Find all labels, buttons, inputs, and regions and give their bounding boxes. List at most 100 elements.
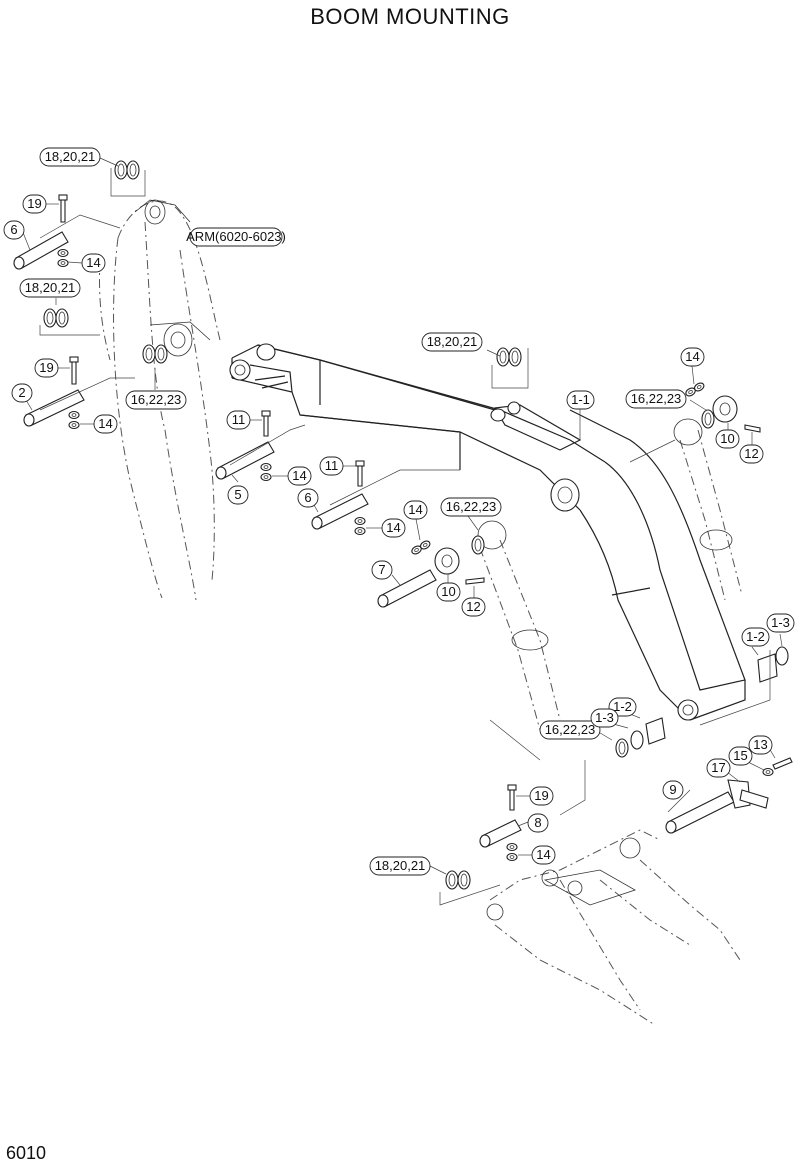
callout: 5 [227,485,249,505]
callout: 18,20,21 [19,278,81,298]
callout: 19 [529,786,554,806]
svg-text:14: 14 [536,847,550,862]
svg-text:14: 14 [408,502,422,517]
arm-note: ARM(6020-6023) [186,229,286,244]
callout: 13 [748,735,773,755]
callout: 11 [319,456,344,476]
callout: 1-1 [566,390,595,410]
callout: 1-3 [766,613,795,633]
callout: 14 [287,466,312,486]
pin-7 [377,569,437,608]
svg-text:18,20,21: 18,20,21 [375,858,426,873]
callout: 19 [22,194,47,214]
svg-text:1-2: 1-2 [746,629,765,644]
svg-text:14: 14 [86,255,100,270]
callout: 12 [739,444,764,464]
svg-text:5: 5 [234,487,241,502]
callout: 16,22,23 [125,390,187,410]
svg-text:10: 10 [720,431,734,446]
callout: 16,22,23 [625,389,687,409]
svg-text:1-3: 1-3 [595,710,614,725]
callout: 17 [706,758,731,778]
svg-text:12: 12 [744,446,758,461]
pin-6-upper [13,231,69,270]
callout: 1-3 [590,708,619,728]
callout: 10 [715,429,740,449]
svg-text:19: 19 [39,360,53,375]
callout: 6 [3,220,25,240]
svg-text:15: 15 [733,748,747,763]
callout: 14 [531,845,556,865]
upper-frame [486,829,741,1026]
callout: 18,20,21 [39,147,101,167]
callout: 14 [81,253,106,273]
callout: 6 [297,488,319,508]
svg-text:16,22,23: 16,22,23 [631,391,682,406]
svg-text:11: 11 [232,412,246,427]
svg-text:14: 14 [386,520,400,535]
svg-text:1-1: 1-1 [571,392,590,407]
callout: 15 [728,746,753,766]
callout: 9 [662,780,684,800]
svg-text:6: 6 [10,222,17,237]
bolts [58,194,793,811]
boom-cylinders [477,418,743,731]
svg-text:14: 14 [98,416,112,431]
pin-2 [23,389,85,427]
boom-body [229,343,746,721]
leader-lines [21,157,783,906]
svg-text:11: 11 [325,458,339,473]
callout: 14 [403,500,428,520]
svg-text:1-2: 1-2 [613,699,632,714]
callout: 16,22,23 [440,497,502,517]
callout: 18,20,21 [369,856,431,876]
svg-text:6: 6 [304,490,311,505]
bushings-10 [434,395,738,575]
svg-text:18,20,21: 18,20,21 [427,334,478,349]
page-number: 6010 [6,1143,47,1163]
callout: 16,22,23 [539,720,601,740]
callout: 1-2 [741,627,770,647]
pin-6-mid [311,493,369,530]
callout: 11 [226,410,251,430]
pin-5 [215,441,275,480]
bushings-1-2-1-3 [630,646,789,750]
svg-text:19: 19 [27,196,41,211]
svg-text:16,22,23: 16,22,23 [131,392,182,407]
o-rings [44,161,715,889]
svg-text:17: 17 [711,760,725,775]
callout: 12 [461,597,486,617]
callouts: 18,20,21 19 6 14 18,20,21 19 2 14 16,22,… [3,147,795,876]
svg-text:10: 10 [441,584,455,599]
svg-text:13: 13 [753,737,767,752]
svg-text:2: 2 [18,385,25,400]
svg-text:14: 14 [292,468,306,483]
callout: 7 [371,560,393,580]
svg-text:16,22,23: 16,22,23 [446,499,497,514]
callout: 14 [381,518,406,538]
svg-text:18,20,21: 18,20,21 [25,280,76,295]
svg-text:19: 19 [534,788,548,803]
arm-note-box [189,227,283,247]
svg-text:16,22,23: 16,22,23 [545,722,596,737]
callout: 14 [93,414,118,434]
svg-text:12: 12 [466,599,480,614]
callout: 14 [680,347,705,367]
svg-text:8: 8 [534,815,541,830]
svg-text:9: 9 [669,782,676,797]
svg-text:14: 14 [685,349,699,364]
pin-8 [479,819,522,848]
svg-text:1-3: 1-3 [771,615,790,630]
pin-9 [665,779,751,834]
callout: 19 [34,358,59,378]
arm-outline [98,199,221,601]
plate-17 [739,789,769,809]
svg-text:7: 7 [378,562,385,577]
callout: 8 [527,813,549,833]
callout: 10 [436,582,461,602]
svg-text:18,20,21: 18,20,21 [45,149,96,164]
diagram-title: BOOM MOUNTING [310,4,510,29]
callout: 2 [11,383,33,403]
callout: 18,20,21 [421,332,483,352]
